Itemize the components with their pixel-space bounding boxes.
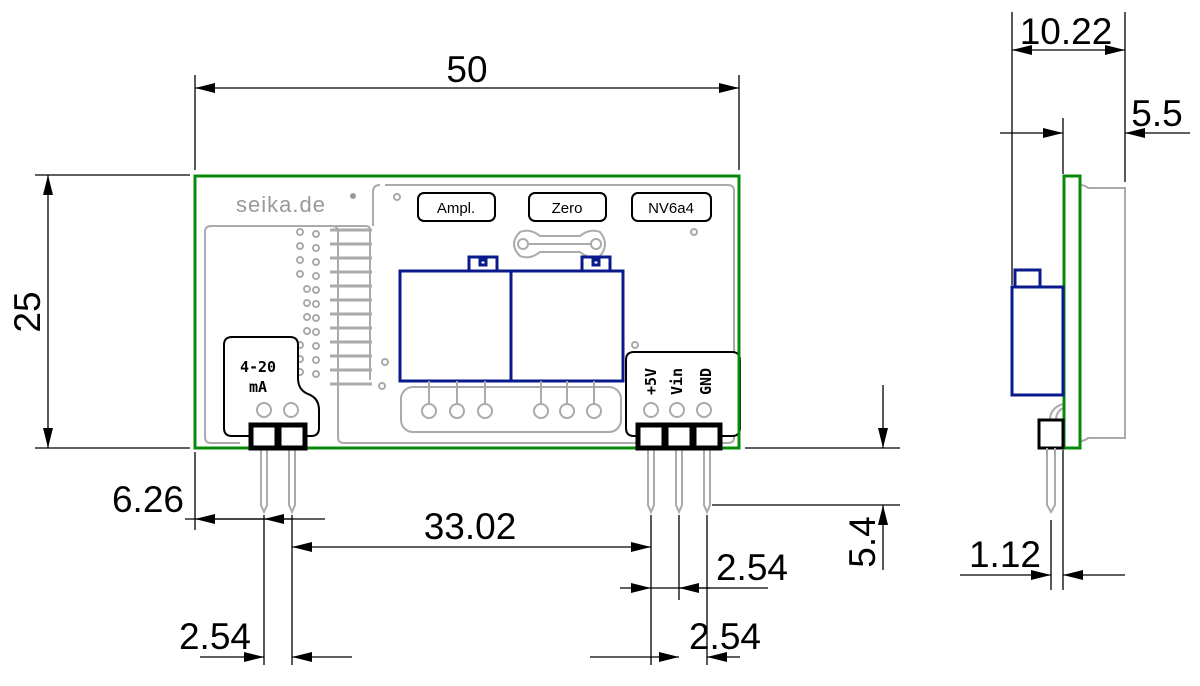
header-housings <box>248 422 723 451</box>
dim-left-pin-offset: 6.26 <box>112 479 184 520</box>
pcb-side-view <box>1010 174 1126 515</box>
pcb-front-view: seika.de Ampl. Zero NV6a4 4-20 mA +5V Vi… <box>193 174 741 515</box>
dim-depth: 10.22 <box>1020 11 1113 52</box>
dim-pin-offset-side: 1.12 <box>969 534 1041 575</box>
dim-back-height: 5.5 <box>1131 93 1182 134</box>
trace-comb <box>330 228 372 386</box>
output-label-box <box>223 336 320 437</box>
dimension-lines <box>35 12 1190 665</box>
dim-width: 50 <box>446 49 487 90</box>
ampl-label: Ampl. <box>437 200 475 217</box>
zero-label-box <box>528 192 607 222</box>
pcb-outline <box>193 174 741 450</box>
pin-label-vin: Vin <box>668 368 686 395</box>
dim-left-pitch: 2.54 <box>179 616 251 657</box>
logo-text: seika.de <box>236 192 326 217</box>
silkscreen-outline <box>204 184 735 444</box>
potentiometer-side <box>1010 285 1065 397</box>
pin-label-5v: +5V <box>642 368 660 395</box>
dim-height: 25 <box>7 291 48 332</box>
potentiometer-ampl <box>398 255 513 383</box>
dim-right-pitch-upper: 2.54 <box>716 547 788 588</box>
zero-label: Zero <box>552 200 583 217</box>
output-label-line2: mA <box>249 378 267 396</box>
model-label: NV6a4 <box>648 200 694 217</box>
output-label-line1: 4-20 <box>240 358 276 376</box>
ampl-label-box <box>417 192 496 222</box>
dim-pin-length: 5.4 <box>842 516 883 567</box>
via-holes <box>296 193 698 390</box>
dim-pin-group-spacing: 33.02 <box>424 506 517 547</box>
header-side <box>1037 418 1065 450</box>
back-component-outline <box>1079 184 1126 442</box>
header-pins <box>260 448 711 515</box>
pin-side <box>1046 448 1056 515</box>
model-label-box <box>631 192 712 222</box>
pin-label-gnd: GND <box>697 368 715 395</box>
registered-mark <box>350 193 356 199</box>
potentiometer-zero <box>509 255 625 383</box>
pot-pad-outline <box>400 386 622 433</box>
pcb-edge <box>1062 174 1082 450</box>
dim-right-pitch-lower: 2.54 <box>689 616 761 657</box>
